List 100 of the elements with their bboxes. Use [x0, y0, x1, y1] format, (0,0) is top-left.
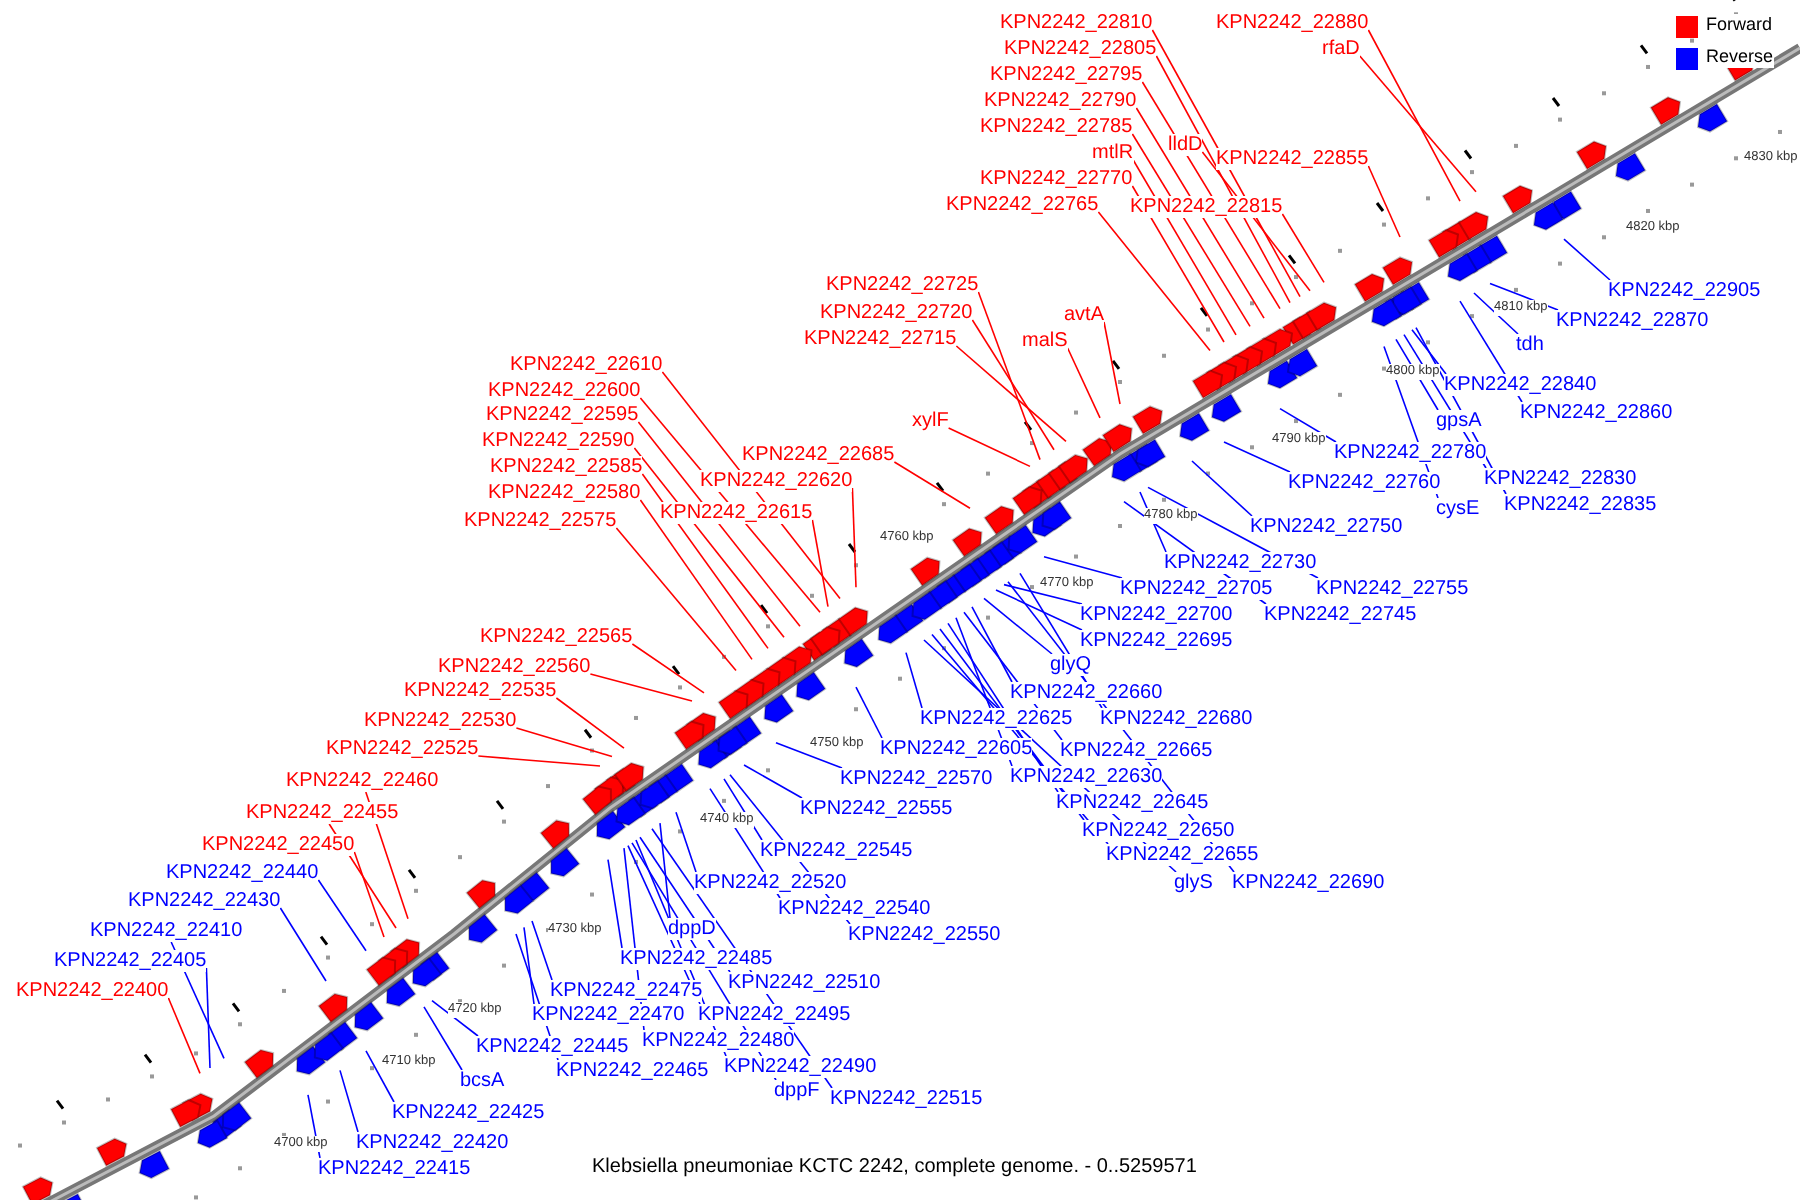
- gene-label: KPN2242_22550: [848, 924, 1001, 946]
- gene-label: cysE: [1436, 498, 1480, 520]
- gene-label: KPN2242_22690: [1232, 872, 1385, 894]
- leader-line: [1223, 441, 1291, 473]
- gene-label: KPN2242_22495: [698, 1004, 851, 1026]
- gene-label: KPN2242_22770: [980, 168, 1133, 190]
- gene-label: KPN2242_22685: [742, 444, 895, 466]
- gene-label: KPN2242_22525: [326, 738, 479, 760]
- gene-label: KPN2242_22455: [246, 802, 399, 824]
- gene-label: KPN2242_22425: [392, 1102, 545, 1124]
- gene-label: KPN2242_22590: [482, 430, 635, 452]
- gene-label: KPN2242_22565: [480, 626, 633, 648]
- gene-label: KPN2242_22530: [364, 710, 517, 732]
- leader-line: [1066, 347, 1101, 419]
- leader-line: [1279, 407, 1337, 443]
- leader-line: [167, 997, 201, 1075]
- leader-line: [317, 879, 367, 952]
- caption: Klebsiella pneumoniae KCTC 2242, complete genome. - 0..5259571: [592, 1156, 1197, 1178]
- leader-line: [971, 319, 1055, 451]
- gene-label: gpsA: [1436, 410, 1482, 432]
- leader-line: [659, 822, 671, 919]
- gene-label: KPN2242_22460: [286, 770, 439, 792]
- gene-label: KPN2242_22470: [532, 1004, 685, 1026]
- gene-label: glyS: [1174, 872, 1213, 894]
- gene-label: dppF: [774, 1080, 820, 1102]
- leader-line: [1191, 460, 1253, 517]
- gene-label: KPN2242_22445: [476, 1036, 629, 1058]
- leader-line: [1411, 329, 1447, 375]
- leader-line: [1135, 107, 1265, 319]
- gene-label: glyQ: [1050, 654, 1092, 676]
- gene-label: KPN2242_22905: [1608, 280, 1761, 302]
- gene-label: KPN2242_22405: [54, 950, 207, 972]
- leader-line: [893, 461, 971, 509]
- gene-label: KPN2242_22645: [1056, 792, 1209, 814]
- gene-label: KPN2242_22475: [550, 980, 703, 1002]
- gene-label: KPN2242_22655: [1106, 844, 1259, 866]
- gene-label: KPN2242_22700: [1080, 604, 1233, 626]
- leader-line: [1367, 29, 1461, 202]
- gene-label: KPN2242_22575: [464, 510, 617, 532]
- gene-label: KPN2242_22440: [166, 862, 319, 884]
- leader-line: [1043, 556, 1123, 579]
- gene-label: KPN2242_22605: [880, 738, 1033, 760]
- leader-line: [607, 858, 623, 949]
- gene-label: KPN2242_22610: [510, 354, 663, 376]
- gene-label: KPN2242_22415: [318, 1158, 471, 1180]
- gene-label: malS: [1022, 330, 1068, 352]
- gene-label: KPN2242_22420: [356, 1132, 509, 1154]
- leader-line: [1155, 55, 1291, 304]
- gene-label: KPN2242_22765: [946, 194, 1099, 216]
- gene-label: KPN2242_22580: [488, 482, 641, 504]
- gene-label: KPN2242_22570: [840, 768, 993, 790]
- gene-label: KPN2242_22535: [404, 680, 557, 702]
- leader-line: [1367, 165, 1401, 238]
- leader-line: [1131, 133, 1251, 328]
- leader-line: [1563, 238, 1611, 281]
- leader-line: [977, 291, 1041, 461]
- gene-label: KPN2242_22715: [804, 328, 957, 350]
- gene-label: KPN2242_22560: [438, 656, 591, 678]
- gene-label: KPN2242_22520: [694, 872, 847, 894]
- leader-line: [631, 643, 705, 694]
- leader-line: [423, 1006, 463, 1071]
- gene-label: rfaD: [1322, 38, 1360, 60]
- leader-line: [775, 742, 843, 769]
- leader-line: [615, 527, 737, 672]
- gene-label: KPN2242_22840: [1444, 374, 1597, 396]
- leader-line: [855, 686, 883, 739]
- gene-label: KPN2242_22680: [1100, 708, 1253, 730]
- leader-line: [905, 651, 923, 709]
- gene-label: KPN2242_22480: [642, 1030, 795, 1052]
- gene-label: KPN2242_22540: [778, 898, 931, 920]
- leader-line: [811, 519, 829, 608]
- gene-label: KPN2242_22585: [490, 456, 643, 478]
- gene-label: KPN2242_22650: [1082, 820, 1235, 842]
- legend-label: Forward: [1706, 14, 1773, 36]
- gene-label: KPN2242_22780: [1334, 442, 1487, 464]
- gene-label: KPN2242_22860: [1520, 402, 1673, 424]
- leader-line: [743, 764, 803, 799]
- gene-label: KPN2242_22410: [90, 920, 243, 942]
- leader-line: [1359, 55, 1477, 193]
- leader-line: [477, 755, 601, 767]
- leader-line: [1141, 81, 1281, 310]
- leader-line: [1003, 583, 1083, 605]
- leader-line: [555, 697, 625, 749]
- leader-line: [641, 473, 769, 650]
- gene-label: KPN2242_22835: [1504, 494, 1657, 516]
- gene-label: KPN2242_22705: [1120, 578, 1273, 600]
- gene-label: KPN2242_22600: [488, 380, 641, 402]
- gene-label: mtlR: [1092, 142, 1134, 164]
- gene-label: KPN2242_22490: [724, 1056, 877, 1078]
- gene-label: tdh: [1516, 334, 1544, 356]
- gene-label: KPN2242_22515: [830, 1088, 983, 1110]
- leader-line: [365, 1050, 395, 1103]
- legend-label: Reverse: [1706, 46, 1774, 68]
- gene-label: KPN2242_22545: [760, 840, 913, 862]
- leader-line: [589, 673, 693, 702]
- leader-line: [1132, 159, 1237, 336]
- gene-label: KPN2242_22620: [700, 470, 853, 492]
- gene-label: KPN2242_22795: [990, 64, 1143, 86]
- gene-label: KPN2242_22790: [984, 90, 1137, 112]
- leader-line: [1103, 321, 1121, 405]
